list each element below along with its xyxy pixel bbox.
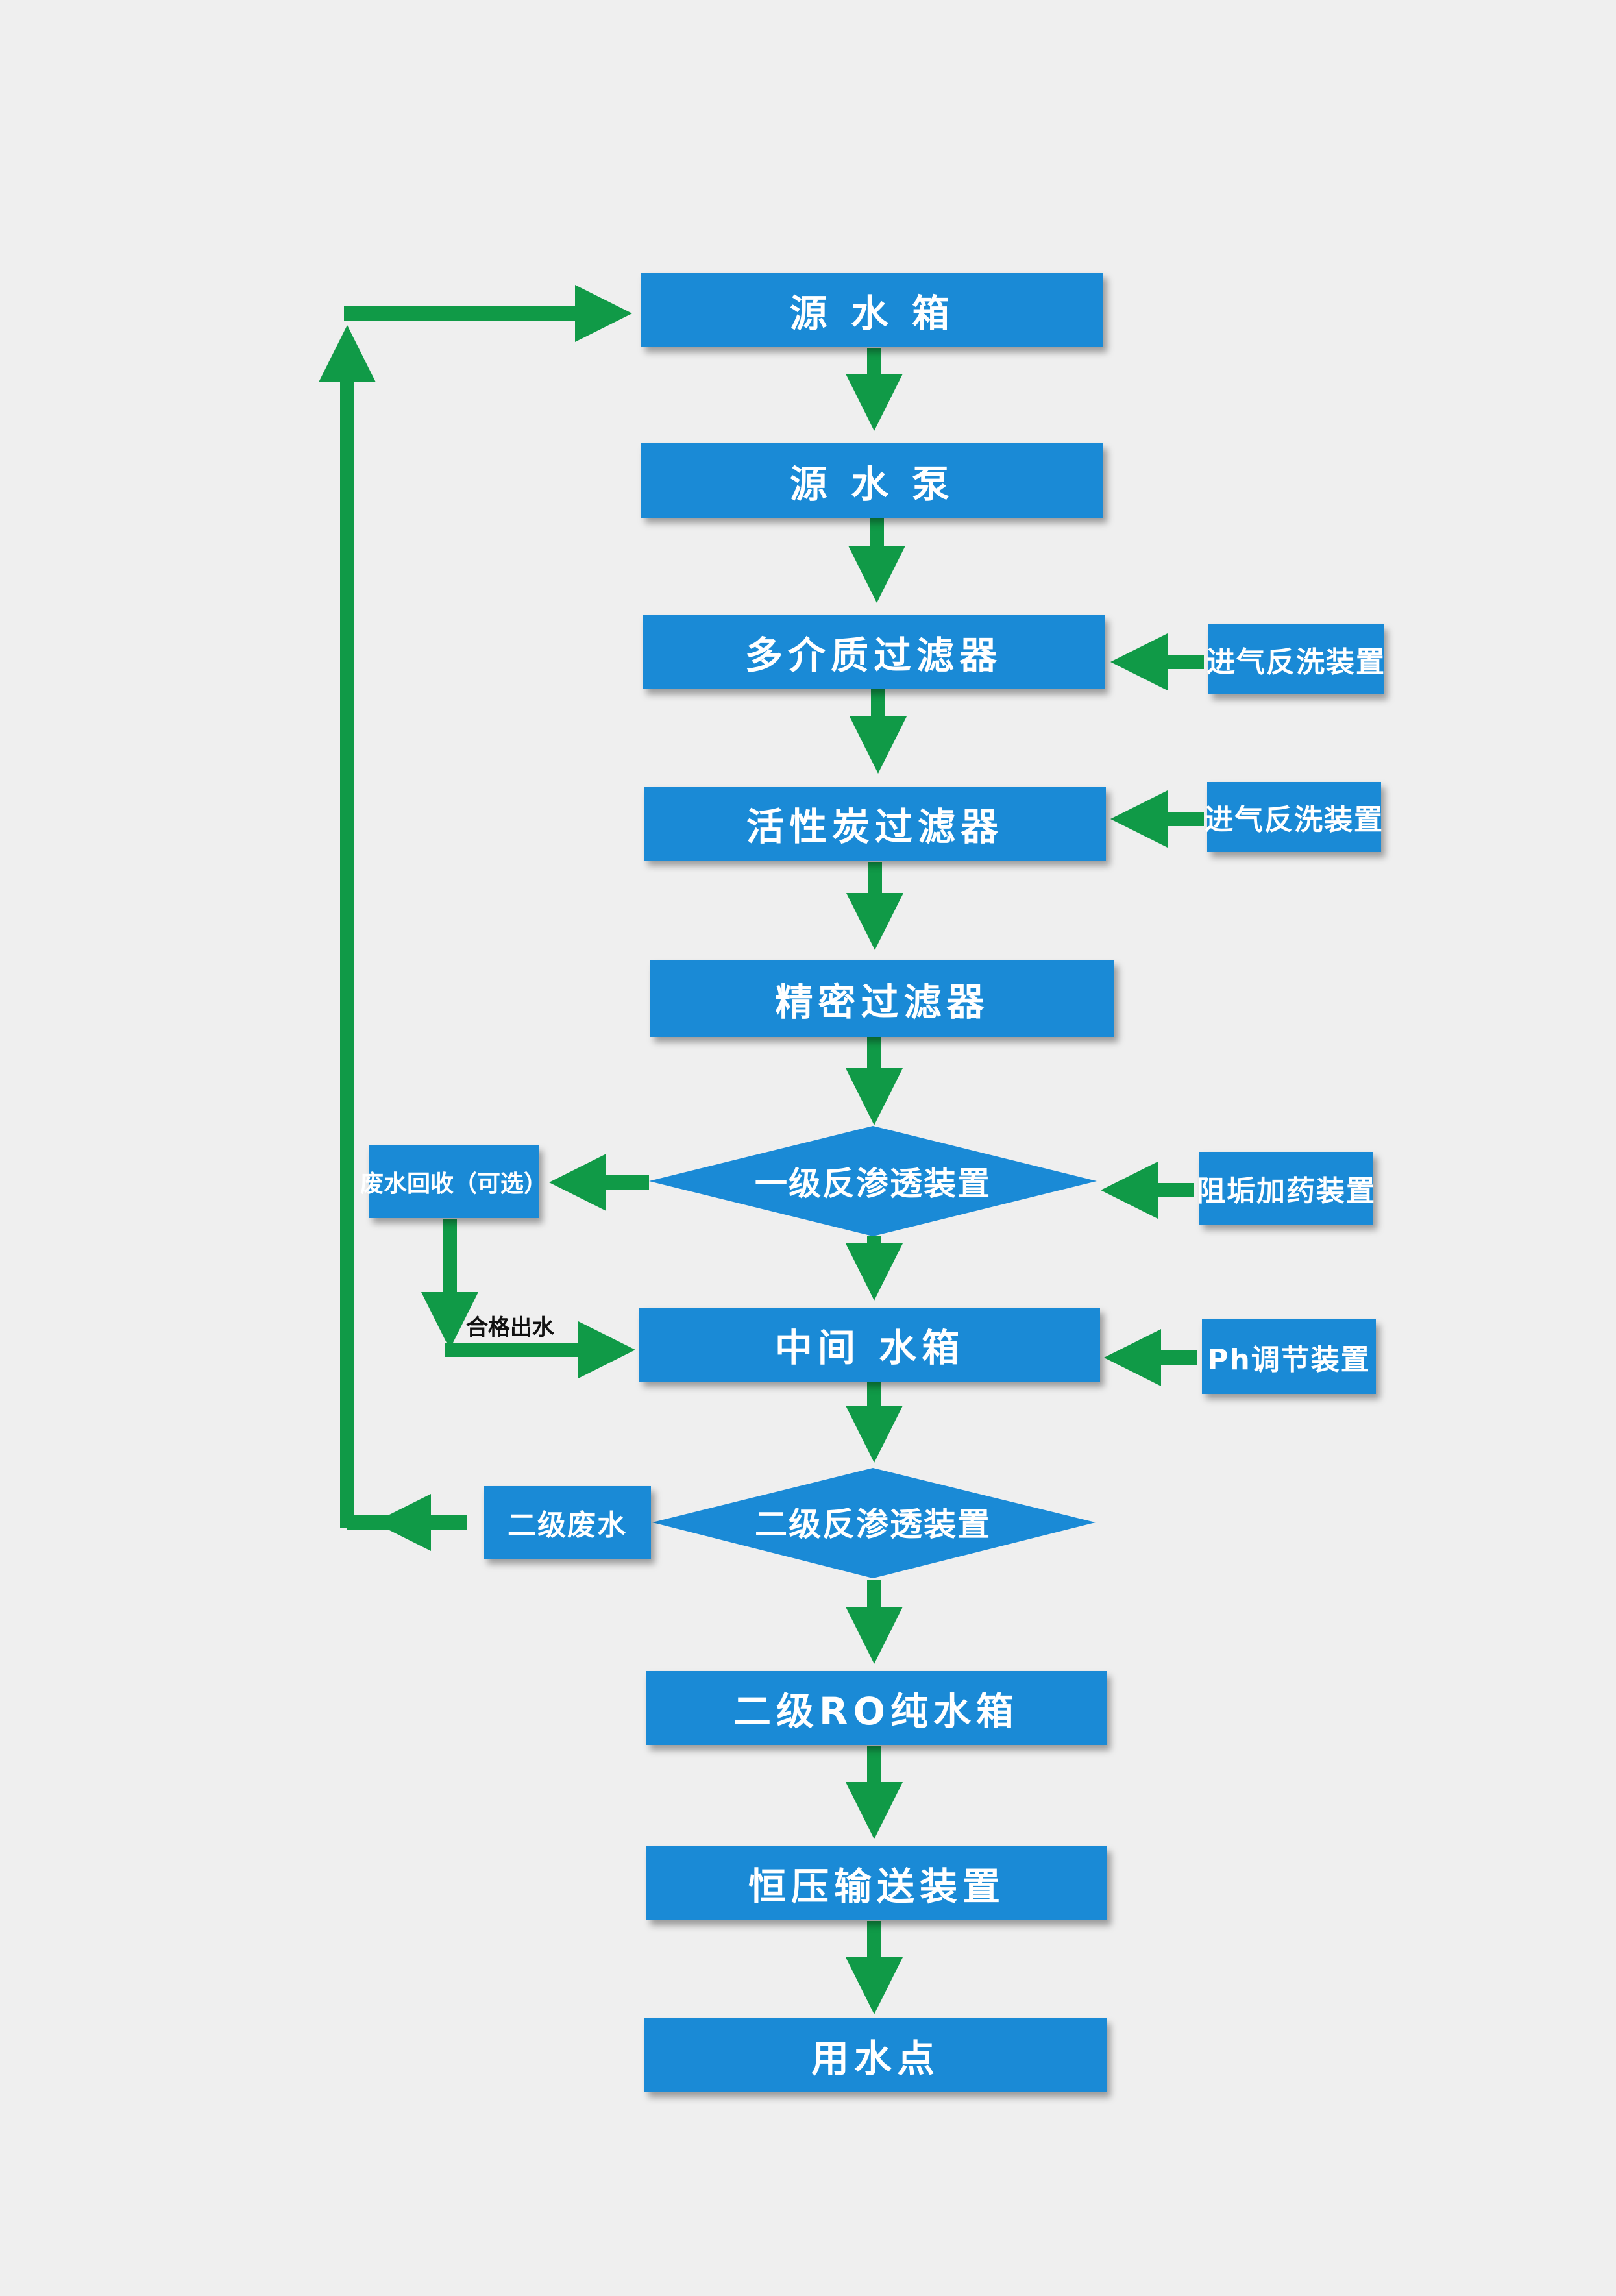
- use-point-box: 用水点: [644, 2018, 1107, 2092]
- backwash1-box: 进气反洗装置: [1206, 624, 1384, 694]
- source-pump-box: 源 水 泵: [641, 443, 1103, 518]
- pressure-delivery-box: 恒压输送装置: [646, 1846, 1107, 1920]
- multimedia-filter-box: 多介质过滤器: [643, 615, 1105, 689]
- ro-pure-tank-box: 二级RO纯水箱: [646, 1671, 1107, 1745]
- qualified-out-label: 合格出水: [466, 1315, 554, 1341]
- waste-recovery-box: 废水回收（可选）: [360, 1145, 547, 1218]
- source-tank-box: 源 水 箱: [641, 273, 1103, 347]
- precision-filter-box: 精密过滤器: [650, 960, 1114, 1037]
- ro1-label: 一级反渗透装置: [755, 1165, 991, 1203]
- ph-adjust-box: Ph调节装置: [1202, 1319, 1376, 1394]
- ro2-label: 二级反渗透装置: [755, 1506, 991, 1543]
- carbon-filter-box: 活性炭过滤器: [644, 787, 1106, 861]
- antiscalant-box: 阻垢加药装置: [1197, 1152, 1375, 1225]
- mid-tank-box: 中间 水箱: [639, 1308, 1100, 1382]
- second-waste-box: 二级废水: [484, 1486, 651, 1559]
- backwash2-box: 进气反洗装置: [1205, 782, 1382, 852]
